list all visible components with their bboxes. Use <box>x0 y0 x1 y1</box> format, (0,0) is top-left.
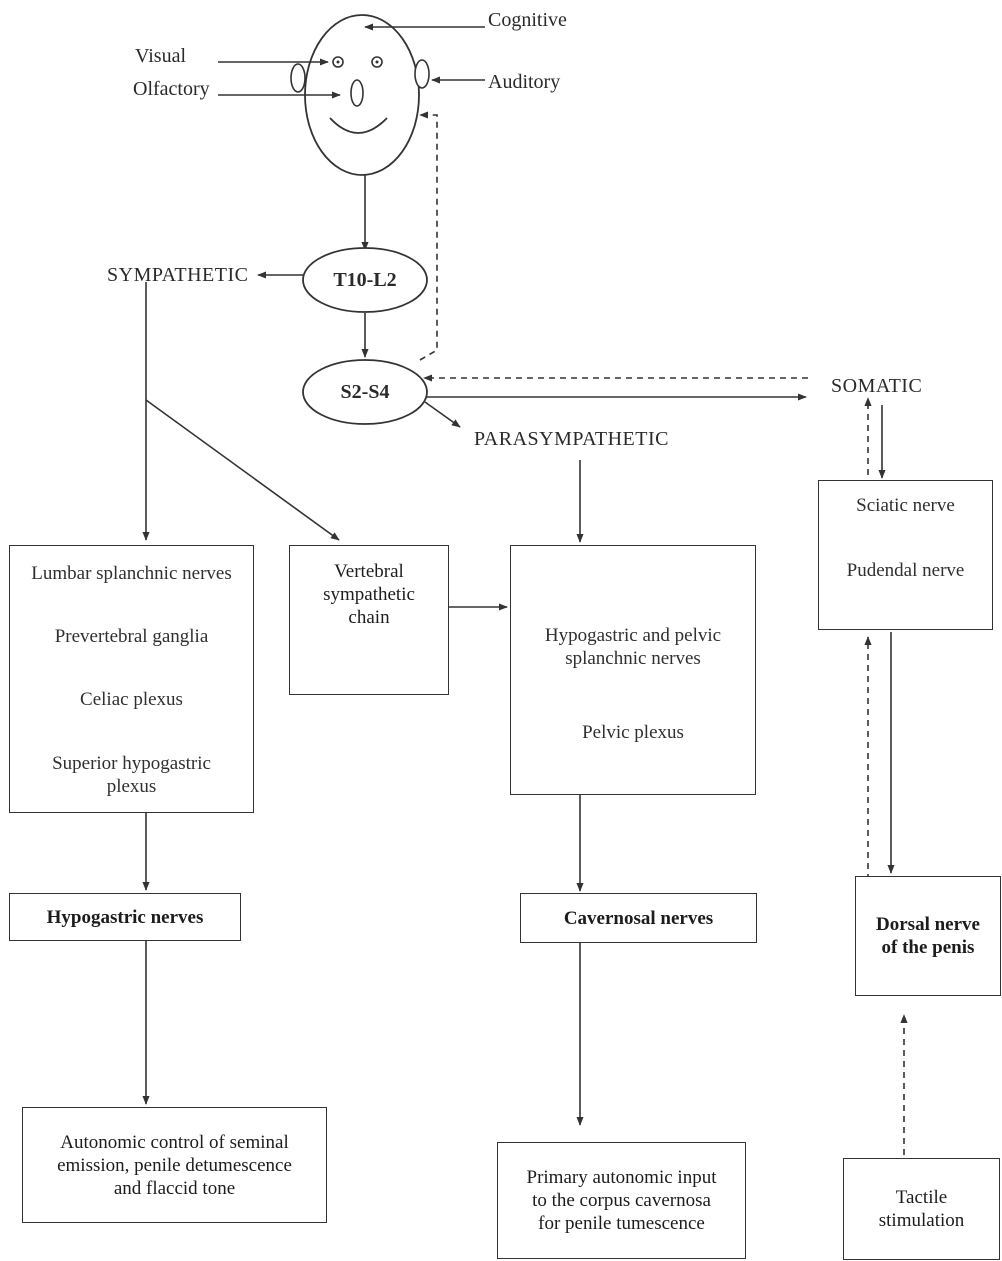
primary-autonomic-input-text: Primary autonomic input to the corpus ca… <box>526 1167 717 1234</box>
primary-autonomic-input-box: Primary autonomic input to the corpus ca… <box>497 1142 746 1259</box>
cavernosal-nerves-box: Cavernosal nerves <box>520 893 757 943</box>
sympathetic-label: SYMPATHETIC <box>107 264 249 286</box>
vertebral-sympathetic-chain-text: Vertebral sympathetic chain <box>323 561 415 628</box>
s2-s4-node-shape <box>302 359 428 425</box>
vertebral-sympathetic-chain-box: Vertebral sympathetic chain <box>289 545 449 695</box>
somatic-label: SOMATIC <box>831 375 923 397</box>
parasympathetic-label: PARASYMPATHETIC <box>474 428 669 450</box>
olfactory-label: Olfactory <box>133 78 210 100</box>
hypogastric-nerves-box: Hypogastric nerves <box>9 893 241 941</box>
cognitive-label: Cognitive <box>488 9 567 31</box>
auditory-label: Auditory <box>488 71 561 93</box>
hypogastric-pelvic-splanchnic-text: Hypogastric and pelvic splanchnic nerves <box>544 625 722 669</box>
sciatic-nerve-text: Sciatic nerve <box>856 495 955 516</box>
dorsal-nerve-box: Dorsal nerve of the penis <box>855 876 1001 996</box>
autonomic-control-text: Autonomic control of seminal emission, p… <box>57 1131 292 1199</box>
pelvic-plexus-text: Pelvic plexus <box>582 722 684 743</box>
cavernosal-nerves-text: Cavernosal nerves <box>563 907 714 929</box>
pelvic-splanchnic-box: Hypogastric and pelvic splanchnic nerves… <box>510 545 756 795</box>
t10-l2-node-shape <box>302 247 428 313</box>
autonomic-control-box: Autonomic control of seminal emission, p… <box>22 1107 327 1223</box>
sciatic-pudendal-box: Sciatic nerve Pudendal nerve <box>818 480 993 630</box>
dorsal-nerve-text: Dorsal nerve of the penis <box>876 914 980 958</box>
t10-l2-node-label: T10-L2 <box>333 269 397 291</box>
tactile-stimulation-text: Tactile stimulation <box>878 1187 965 1231</box>
head-icon <box>290 14 430 176</box>
lumbar-splanchnic-box: Lumbar splanchnic nerves Prevertebral ga… <box>9 545 254 813</box>
pudendal-nerve-text: Pudendal nerve <box>846 560 965 581</box>
prevertebral-ganglia-text: Prevertebral ganglia <box>54 626 209 647</box>
tactile-stimulation-box: Tactile stimulation <box>843 1158 1000 1260</box>
s2-s4-node-label: S2-S4 <box>340 381 390 403</box>
superior-hypogastric-plexus-text: Superior hypogastric plexus <box>52 753 211 797</box>
celiac-plexus-text: Celiac plexus <box>80 689 183 710</box>
lumbar-splanchnic-nerves-text: Lumbar splanchnic nerves <box>31 563 232 584</box>
hypogastric-nerves-text: Hypogastric nerves <box>46 906 204 928</box>
visual-label: Visual <box>135 45 187 67</box>
